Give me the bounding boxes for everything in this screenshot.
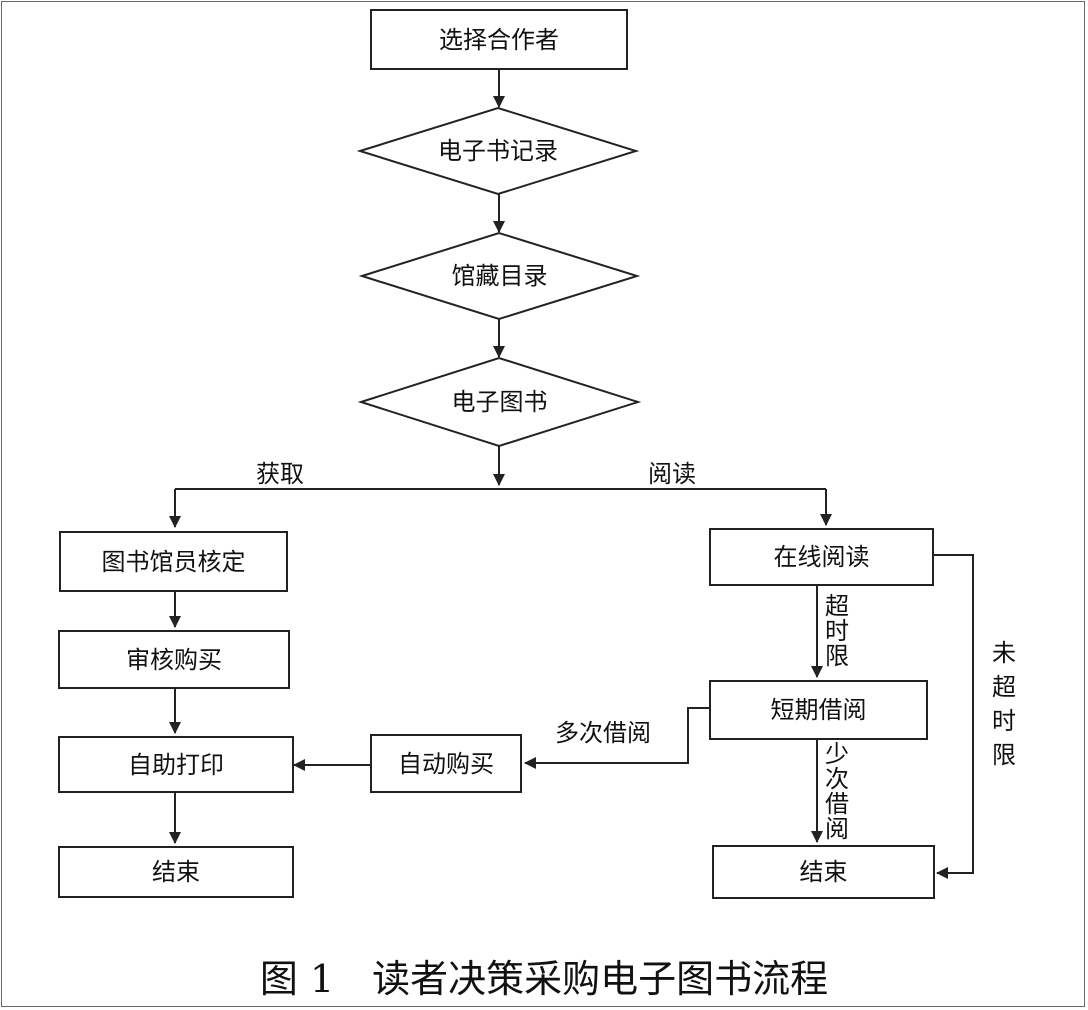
catalog-node: 馆藏目录 — [362, 233, 637, 319]
end-left-label: 结束 — [152, 858, 200, 886]
short-borrow-label: 短期借阅 — [770, 696, 867, 724]
short-borrow-box: 短期借阅 — [709, 680, 928, 740]
multiple-borrow-edge-label: 多次借阅 — [555, 719, 651, 747]
review-purchase-label: 审核购买 — [126, 645, 222, 674]
not-over-limit-edge-label: 未 超 时 限 — [991, 636, 1017, 772]
catalog-diamond — [358, 231, 641, 321]
ebook-node: 电子图书 — [361, 358, 638, 446]
not-over-limit-char: 时 — [992, 707, 1016, 735]
not-over-limit-char: 未 — [992, 639, 1016, 667]
self-print-box: 自助打印 — [58, 736, 294, 793]
few-borrow-char: 少 — [825, 740, 849, 768]
over-limit-edge-label: 超 时 限 — [824, 594, 850, 669]
review-purchase-box: 审核购买 — [58, 630, 290, 689]
not-over-limit-char: 限 — [992, 741, 1016, 769]
online-read-label: 在线阅读 — [773, 543, 870, 571]
over-limit-char: 超 — [825, 592, 849, 620]
auto-purchase-label: 自动购买 — [398, 749, 494, 778]
end-right-label: 结束 — [799, 858, 848, 886]
arrow-borrow-to-auto — [524, 707, 710, 769]
auto-purchase-box: 自动购买 — [370, 734, 522, 793]
select-partner-label: 选择合作者 — [439, 25, 559, 54]
figure-caption: 图 1 读者决策采购电子图书流程 — [259, 957, 829, 1001]
few-borrow-char: 次 — [825, 765, 849, 793]
few-borrow-char: 阅 — [825, 815, 849, 843]
ebook-record-node: 电子书记录 — [360, 108, 636, 194]
ebook-label: 电子图书 — [451, 388, 548, 416]
over-limit-char: 限 — [825, 642, 849, 670]
self-print-label: 自助打印 — [128, 750, 224, 779]
over-limit-char: 时 — [825, 617, 849, 645]
ebook-diamond — [357, 356, 642, 448]
catalog-label: 馆藏目录 — [451, 262, 548, 290]
librarian-check-label: 图书馆员核定 — [101, 547, 246, 576]
read-edge-label: 阅读 — [648, 460, 696, 488]
ebook-record-diamond — [356, 106, 640, 196]
few-borrow-char: 借 — [825, 790, 849, 818]
few-borrow-edge-label: 少 次 借 阅 — [824, 742, 850, 842]
end-right-box: 结束 — [712, 845, 935, 899]
acquire-edge-label: 获取 — [256, 460, 304, 488]
online-read-box: 在线阅读 — [709, 528, 934, 586]
end-left-box: 结束 — [58, 846, 294, 898]
not-over-limit-char: 超 — [992, 673, 1016, 701]
select-partner-box: 选择合作者 — [370, 9, 628, 70]
arrow-online-to-end-bypass — [933, 554, 974, 879]
librarian-check-box: 图书馆员核定 — [59, 531, 288, 592]
ebook-record-label: 电子书记录 — [438, 137, 558, 165]
